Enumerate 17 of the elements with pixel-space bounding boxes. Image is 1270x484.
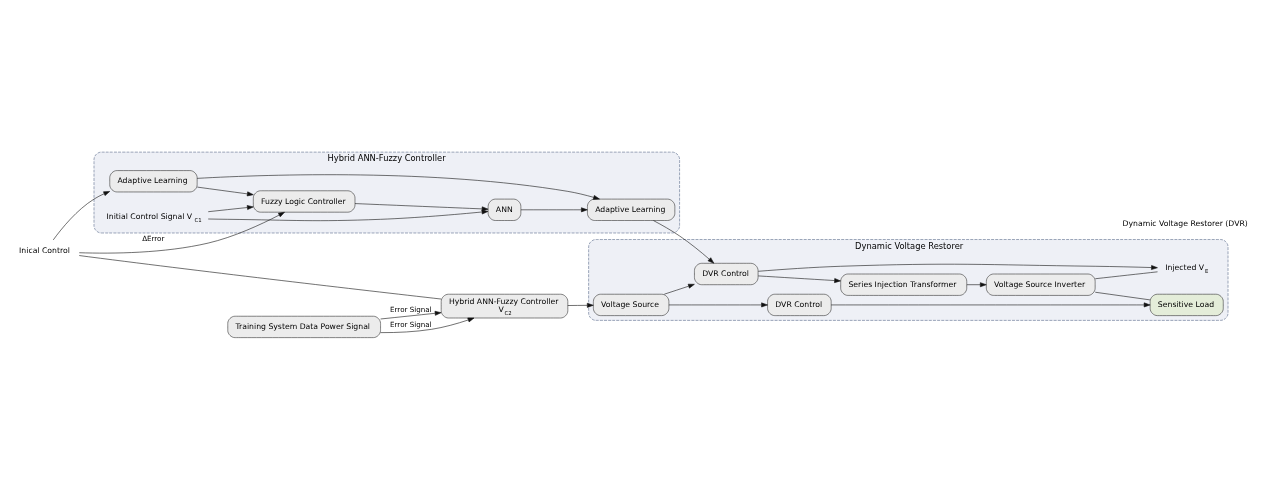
arrow	[668, 302, 768, 307]
arrow	[380, 310, 442, 319]
arrow	[196, 173, 600, 200]
arrow	[830, 302, 1151, 307]
arrow	[207, 204, 254, 212]
arrow	[664, 283, 695, 294]
arrow	[757, 263, 1158, 272]
arrow	[354, 202, 489, 211]
arrow	[520, 206, 588, 212]
arrow	[757, 275, 841, 283]
arrow	[380, 317, 475, 333]
arrow	[966, 281, 987, 287]
arrow	[78, 211, 285, 253]
arrow	[197, 186, 254, 196]
arrow	[52, 190, 111, 240]
arrow	[567, 302, 594, 308]
arrow	[207, 209, 489, 221]
